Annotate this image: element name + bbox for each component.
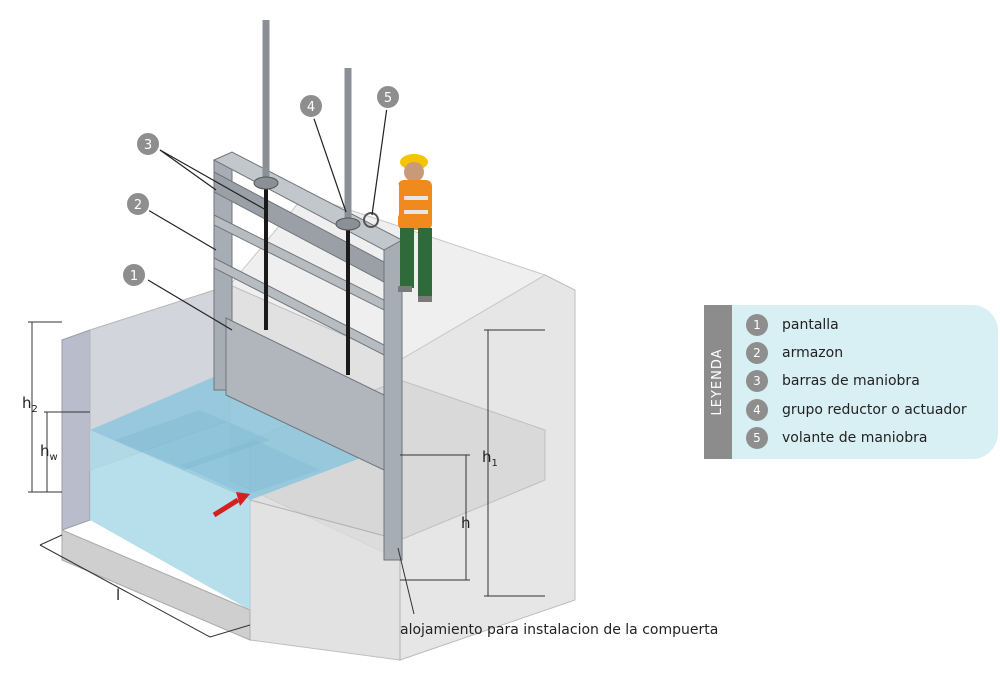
callout-4: 4 [298, 93, 324, 119]
callout-5: 5 [375, 84, 401, 110]
legend-number: 2 [746, 342, 768, 364]
legend-panel: LEYENDA 1 pantalla 2 armazon 3 barras de… [704, 305, 998, 459]
callout-1: 1 [121, 262, 147, 288]
legend-number: 3 [746, 370, 768, 392]
legend-item-1: 1 pantalla [746, 313, 839, 337]
flow-arrow [212, 492, 250, 518]
legend-item-2: 2 armazon [746, 341, 843, 365]
dim-h2-label: h2 [22, 394, 38, 415]
svg-text:3: 3 [144, 138, 152, 153]
svg-text:4: 4 [307, 100, 315, 115]
callout-2: 2 [125, 191, 151, 217]
legend-background [732, 305, 998, 459]
legend-label: volante de maniobra [782, 430, 928, 446]
svg-text:2: 2 [134, 198, 142, 213]
dim-hw-label: hw [40, 442, 58, 463]
dim-h1-label: h1 [482, 448, 498, 469]
legend-label: barras de maniobra [782, 373, 920, 389]
caption-text: alojamiento para instalacion de la compu… [400, 622, 718, 638]
dim-l-label: l [116, 586, 120, 604]
gate-frame [212, 20, 404, 561]
legend-label: armazon [782, 345, 844, 361]
legend-label: pantalla [782, 317, 839, 333]
svg-text:1: 1 [130, 269, 138, 284]
legend-number: 1 [746, 314, 768, 336]
legend-number: 4 [746, 399, 768, 421]
svg-text:5: 5 [384, 91, 392, 106]
legend-item-3: 3 barras de maniobra [746, 369, 920, 393]
worker-figure [390, 154, 442, 302]
legend-number: 5 [746, 427, 768, 449]
callout-3: 3 [135, 131, 161, 157]
dim-h-label: h [461, 514, 471, 532]
dimension-lines [28, 321, 545, 638]
legend-item-4: 4 grupo reductor o actuador [746, 398, 967, 422]
caption-leader [397, 547, 415, 615]
legend-title: LEYENDA [710, 348, 725, 416]
water-channel [90, 370, 395, 610]
callout-leaders [147, 99, 389, 331]
legend-tab: LEYENDA [704, 305, 732, 459]
legend-label: grupo reductor o actuador [782, 402, 967, 418]
legend-item-5: 5 volante de maniobra [746, 426, 927, 450]
